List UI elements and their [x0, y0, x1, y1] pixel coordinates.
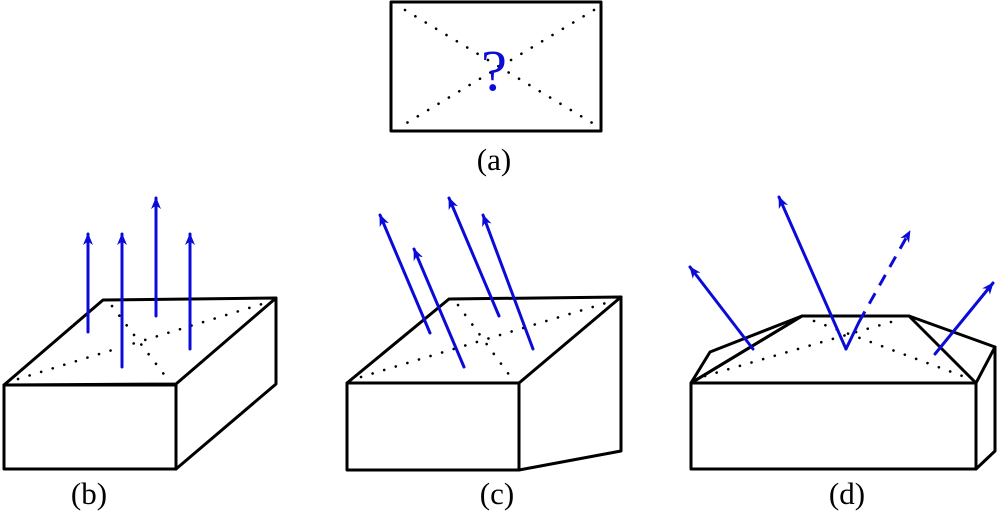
panel-d: (d) — [688, 195, 997, 511]
panel-c-diagonal-2 — [456, 303, 512, 378]
panel-b-side-face — [174, 296, 278, 471]
panel-c-side-face — [517, 295, 623, 472]
panel-c-arrow-3 — [447, 196, 501, 318]
panel-d-side-face — [974, 345, 997, 471]
caption-a: (a) — [477, 142, 511, 177]
panel-a-rectangle — [389, 0, 603, 133]
caption-c: (c) — [480, 476, 514, 511]
panel-c-arrow-1 — [378, 213, 432, 335]
panel-a-question-mark: ? — [481, 38, 507, 103]
panel-d-dashed-arrow — [857, 230, 912, 323]
caption-d: (d) — [829, 476, 865, 511]
panel-d-reflection-arrow — [777, 195, 848, 351]
panel-c-arrow-2 — [412, 247, 466, 369]
panel-c-front-face — [345, 381, 521, 472]
caption-b: (b) — [71, 476, 107, 511]
panel-d-front-face — [689, 381, 978, 471]
panel-b-front-face — [2, 383, 178, 471]
panel-b-top-face — [2, 296, 278, 387]
panel-c-top-face — [345, 295, 623, 385]
panel-b: (b) — [2, 196, 278, 511]
panel-d-reflection-base — [844, 320, 861, 351]
panel-d-roof-right-facet — [907, 314, 997, 385]
panel-d-left-arrow — [688, 265, 755, 351]
panel-d-right-arrow — [933, 281, 995, 356]
panel-d-diagonal-2 — [812, 319, 967, 379]
panel-a: ? (a) — [389, 0, 603, 177]
panel-a-diagonal-1 — [403, 8, 596, 126]
panel-a-diagonal-2 — [403, 8, 596, 126]
panel-c: (c) — [345, 196, 623, 511]
panel-d-diagonal-1 — [703, 318, 900, 378]
panel-c-arrow-4 — [481, 213, 535, 351]
panel-b-diagonal-2 — [110, 304, 168, 379]
